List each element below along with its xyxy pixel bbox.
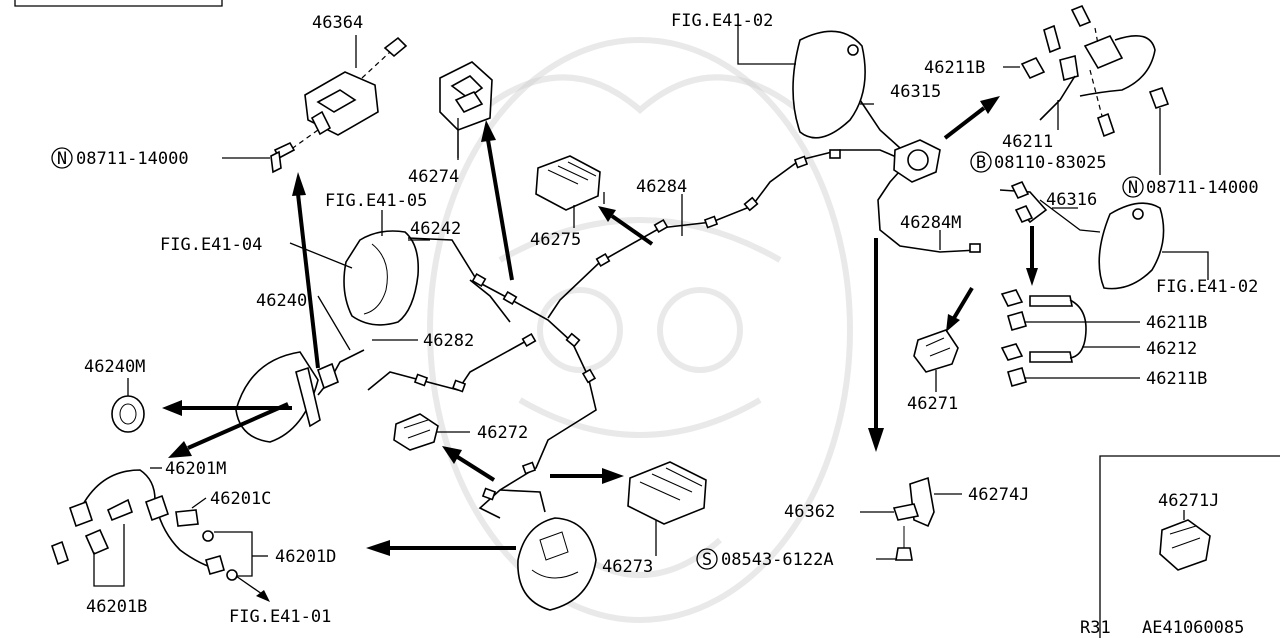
frame-bracket [14, 0, 223, 7]
label-46274: 46274 [408, 167, 459, 187]
part-46212-hose [1000, 289, 1140, 387]
junction-block-right [893, 139, 941, 183]
label-fig-e41-01: FIG.E41-01 [229, 607, 331, 627]
part-46273-clip [627, 461, 707, 556]
direction-arrows [162, 96, 1038, 602]
label-46242: 46242 [410, 219, 461, 239]
rear-right-brake-disc [1098, 202, 1209, 290]
label-08110-83025: 08110-83025 [994, 153, 1107, 173]
brake-pipes [317, 57, 979, 519]
marker-n-right [1122, 176, 1144, 198]
marker-n-left-letter: N [57, 149, 67, 169]
part-46240M-grommet [111, 378, 145, 433]
front-right-brake-disc [737, 26, 866, 139]
label-46211B-b: 46211B [1146, 369, 1207, 389]
watermark-emblem [427, 37, 853, 623]
label-46282: 46282 [423, 331, 474, 351]
marker-s-letter: S [702, 550, 712, 570]
label-fig-e41-05: FIG.E41-05 [325, 191, 427, 211]
part-46272-clip [393, 413, 470, 451]
circle-markers: N B N S [51, 147, 1144, 570]
front-left-brake-disc [235, 351, 339, 443]
label-fig-e41-04: FIG.E41-04 [160, 235, 262, 255]
part-labels: 46364 08711-14000 46274 FIG.E41-05 46242… [76, 11, 1259, 638]
inset-46271J [1099, 455, 1280, 638]
label-46201C: 46201C [210, 489, 271, 509]
marker-s [696, 548, 718, 570]
label-46201M: 46201M [165, 459, 226, 479]
label-08543-6122A: 08543-6122A [721, 550, 834, 570]
part-46275-clip [535, 155, 601, 228]
part-46271-clip [913, 329, 959, 392]
part-46201M-hose [51, 467, 268, 587]
part-46362-bracket [860, 476, 962, 561]
label-08711-14000-right: 08711-14000 [1146, 178, 1259, 198]
label-diagram-code: AE41060085 [1142, 618, 1244, 638]
label-fig-e41-02-right: FIG.E41-02 [1156, 277, 1258, 297]
label-46271J: 46271J [1158, 491, 1219, 511]
label-08711-14000-left: 08711-14000 [76, 149, 189, 169]
label-46240M: 46240M [84, 357, 145, 377]
part-46316-pipe [999, 180, 1101, 233]
label-46201D: 46201D [275, 547, 336, 567]
label-46271: 46271 [907, 394, 958, 414]
label-46240: 46240 [256, 291, 307, 311]
label-46275: 46275 [530, 230, 581, 250]
marker-n-left [51, 147, 73, 169]
label-46211: 46211 [1002, 132, 1053, 152]
master-cylinder-area [289, 210, 420, 326]
label-46211B-a: 46211B [1146, 313, 1207, 333]
label-46364: 46364 [312, 13, 363, 33]
marker-b-letter: B [976, 153, 986, 173]
rear-left-brake-disc [517, 517, 597, 611]
label-46284: 46284 [636, 177, 687, 197]
part-46211-hose-assembly [1003, 4, 1170, 175]
part-46364-connector [270, 35, 408, 174]
label-46274J: 46274J [968, 485, 1029, 505]
leader-lines [317, 103, 1078, 351]
pipe-clips [413, 149, 981, 501]
label-46362: 46362 [784, 502, 835, 522]
part-46274-clip [439, 61, 493, 160]
label-46284M: 46284M [900, 213, 961, 233]
label-46273: 46273 [602, 557, 653, 577]
marker-b [970, 151, 992, 173]
label-fig-e41-02-top: FIG.E41-02 [671, 11, 773, 31]
label-46272: 46272 [477, 423, 528, 443]
label-46315: 46315 [890, 82, 941, 102]
label-46211B-top: 46211B [924, 58, 985, 78]
label-46316: 46316 [1046, 190, 1097, 210]
label-46212: 46212 [1146, 339, 1197, 359]
label-46201B: 46201B [86, 597, 147, 617]
marker-n-right-letter: N [1128, 178, 1138, 198]
label-model-r31: R31 [1080, 618, 1111, 638]
